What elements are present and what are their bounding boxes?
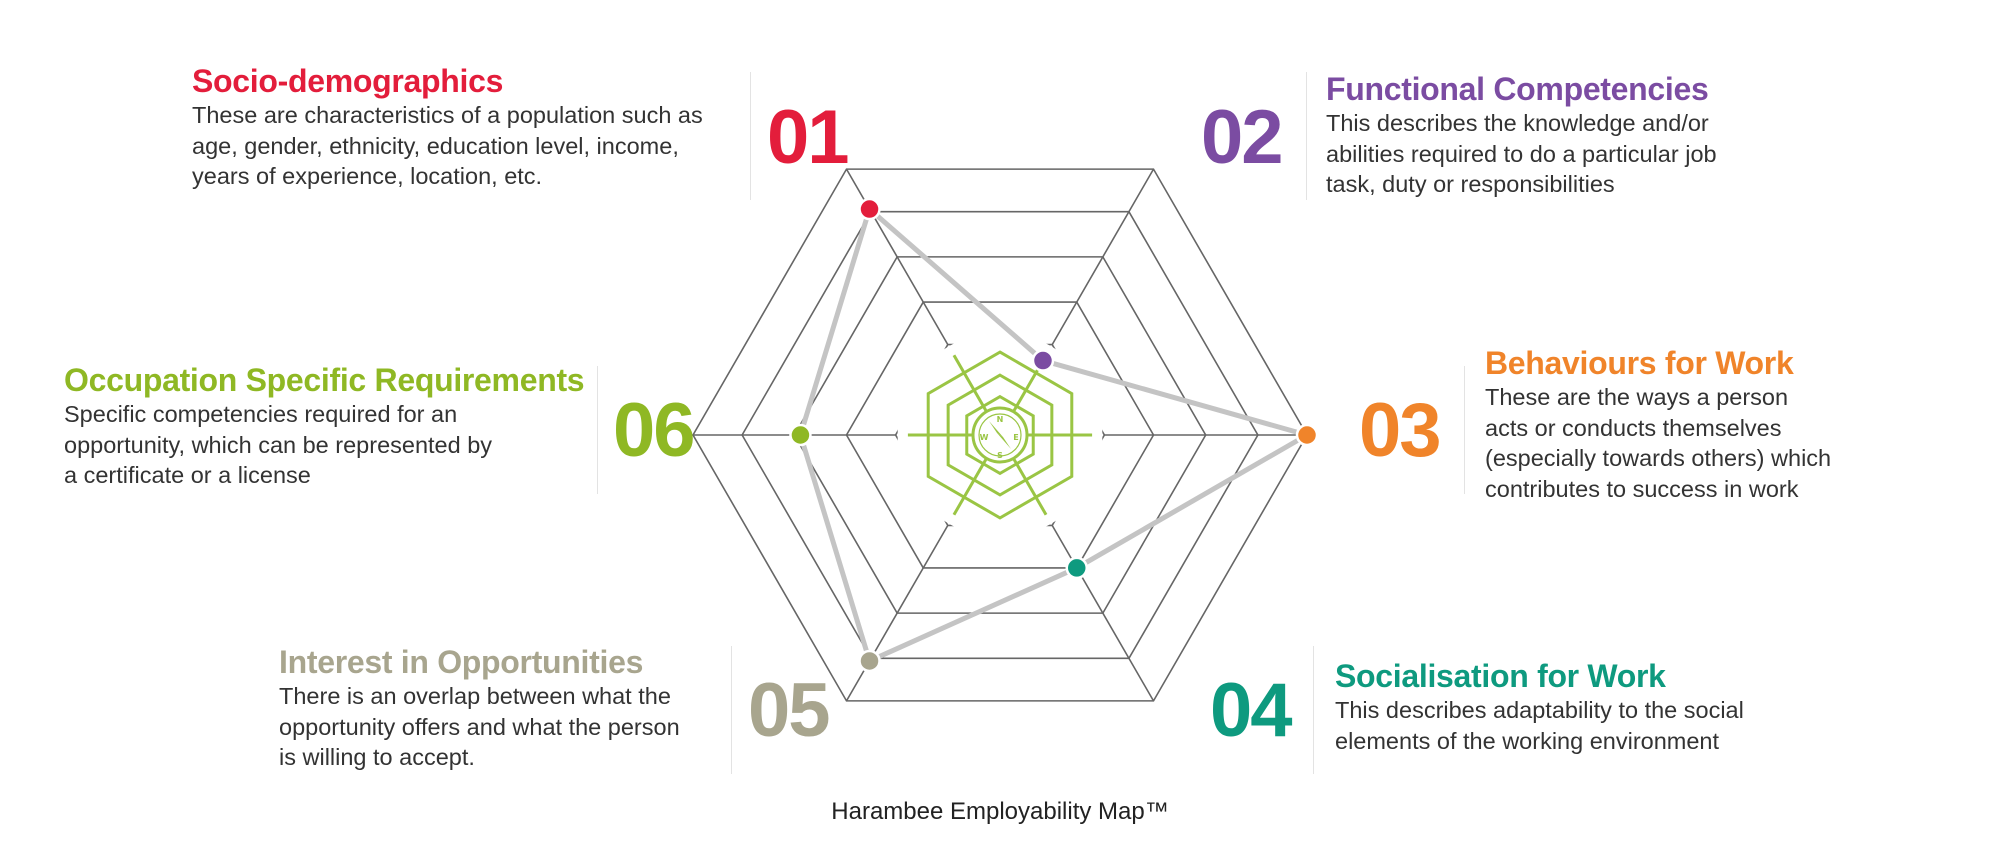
section-number-06: 06 [613, 388, 696, 473]
radar-point-01 [858, 197, 881, 221]
section-title: Functional Competencies [1326, 71, 1709, 107]
divider-05 [731, 646, 732, 774]
compass-needle-south [997, 433, 1011, 449]
section-title: Socialisation for Work [1335, 658, 1666, 694]
divider-03 [1464, 366, 1465, 494]
description-line: opportunity, which can be represented by [64, 431, 493, 458]
section-number-01: 01 [767, 95, 850, 180]
description-line: opportunity offers and what the person [279, 713, 680, 740]
section-title: Behaviours for Work [1485, 345, 1794, 381]
radar-point-03 [1295, 423, 1319, 447]
section-number-05: 05 [748, 668, 831, 753]
description-line: There is an overlap between what the [279, 683, 671, 709]
grid-spoke [1051, 168, 1155, 346]
compass-letter: W [980, 433, 989, 442]
divider-02 [1306, 72, 1307, 200]
compass-letter: N [997, 415, 1004, 424]
compass-letter: E [1013, 433, 1018, 442]
section-number-02: 02 [1201, 95, 1284, 180]
section-interest-in-opportunities: Interest in Opportunities There is an ov… [279, 643, 680, 773]
description-line: These are the ways a person [1485, 384, 1789, 410]
description-line: a certificate or a license [64, 462, 311, 488]
description-line: (especially towards others) which [1485, 445, 1832, 471]
description-line: elements of the working environment [1335, 727, 1720, 754]
description-line: task, duty or responsibilities [1326, 171, 1615, 197]
section-description: This describes the knowledge and/or abil… [1326, 108, 1717, 200]
section-title: Socio-demographics [192, 63, 504, 99]
compass-web-ring [946, 373, 1054, 497]
description-line: Specific competencies required for an [64, 401, 458, 427]
section-number-03: 03 [1359, 388, 1442, 473]
description-line: acts or conducts themselves [1485, 414, 1782, 441]
compass-letter: S [997, 451, 1003, 460]
section-number-04: 04 [1210, 668, 1293, 753]
section-description: There is an overlap between what the opp… [279, 681, 680, 773]
radar-point-06 [789, 423, 812, 447]
section-title: Interest in Opportunities [279, 644, 644, 680]
description-line: abilities required to do a particular jo… [1326, 140, 1717, 167]
description-line: years of experience, location, etc. [192, 163, 543, 189]
section-description: These are characteristics of a populatio… [192, 100, 703, 192]
section-occupation-specific-requirements: Occupation Specific Requirements Specifi… [64, 361, 585, 491]
description-line: contributes to success in work [1485, 475, 1799, 502]
section-socialisation-for-work: Socialisation for Work This describes ad… [1335, 657, 1744, 756]
radar-point-05 [858, 649, 881, 673]
section-socio-demographics: Socio-demographics These are characteris… [192, 62, 703, 192]
divider-04 [1313, 646, 1314, 774]
radar-point-04 [1065, 556, 1088, 580]
compass-dial-inner [978, 413, 1022, 457]
radar-series [789, 197, 1319, 673]
description-line: These are characteristics of a populatio… [192, 102, 703, 128]
grid-spoke [845, 168, 949, 346]
section-description: This describes adaptability to the socia… [1335, 695, 1744, 756]
compass-web-ring [926, 350, 1074, 520]
diagram-caption: Harambee Employability Map™ [831, 798, 1169, 825]
description-line: age, gender, ethnicity, education level,… [192, 132, 679, 159]
radar-point-02 [1031, 349, 1055, 372]
section-behaviours-for-work: Behaviours for Work These are the ways a… [1485, 344, 1831, 504]
grid-spoke [1051, 524, 1155, 702]
section-functional-competencies: Functional Competencies This describes t… [1326, 70, 1717, 200]
compass-needle-north [989, 421, 1003, 437]
description-line: is willing to accept. [279, 744, 475, 770]
section-description: Specific competencies required for an op… [64, 399, 584, 491]
section-title: Occupation Specific Requirements [64, 362, 585, 398]
description-line: This describes the knowledge and/or [1326, 110, 1709, 136]
compass-icon: NE SW [907, 350, 1093, 520]
divider-06 [597, 366, 598, 494]
compass-web-ring [965, 394, 1035, 476]
description-line: This describes adaptability to the socia… [1335, 697, 1744, 723]
grid-spoke [845, 524, 949, 702]
section-description: These are the ways a person acts or cond… [1485, 382, 1831, 504]
divider-01 [750, 72, 751, 200]
